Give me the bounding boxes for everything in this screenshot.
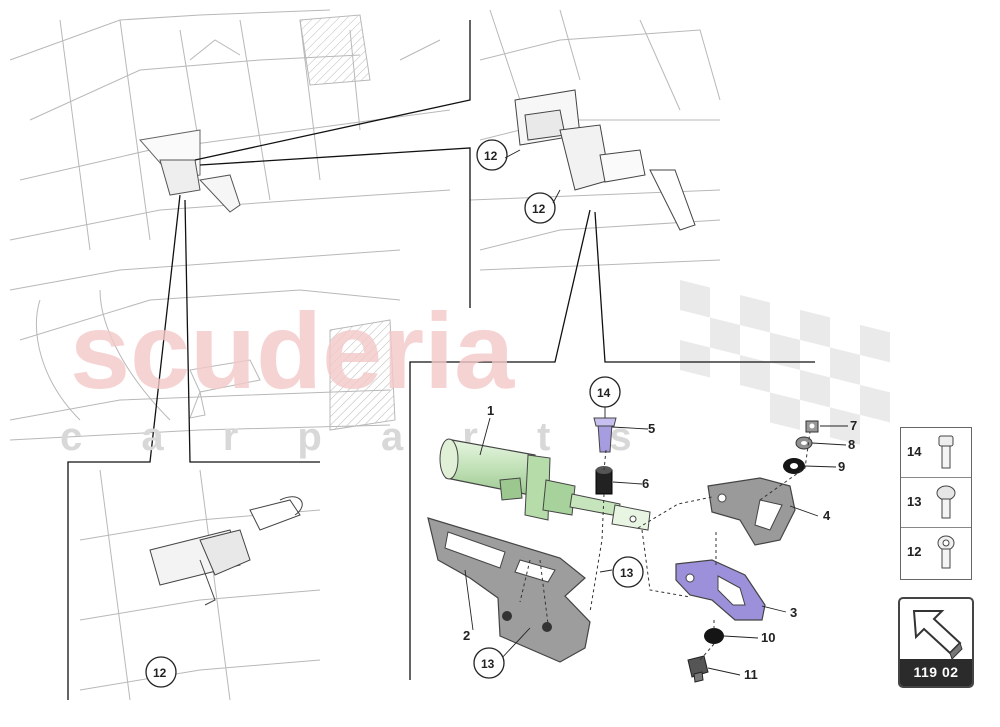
part-9-rubber-washer[interactable] <box>783 458 805 474</box>
zoom-frame-lines <box>67 20 815 700</box>
svg-text:12: 12 <box>484 149 498 163</box>
callout-3: 3 <box>790 605 797 620</box>
actuator-location-sketch <box>469 9 721 271</box>
callout-12-bottom: 12 <box>145 656 177 688</box>
next-page-button[interactable]: 119 02 <box>898 597 974 688</box>
part-number-labels: 1 2 3 4 5 6 7 8 9 10 11 <box>463 403 857 682</box>
next-page-arrow-icon <box>912 610 963 659</box>
callout-13-b: 13 <box>473 647 505 679</box>
callout-6: 6 <box>642 476 649 491</box>
callout-10: 10 <box>761 630 775 645</box>
callout-5: 5 <box>648 421 655 436</box>
svg-text:scuderia: scuderia <box>70 290 515 411</box>
callout-7: 7 <box>850 418 857 433</box>
callout-8: 8 <box>848 437 855 452</box>
bolt-plain-icon <box>938 435 954 469</box>
mount-detail-sketch <box>79 469 321 701</box>
part-10-grommet[interactable] <box>704 628 724 644</box>
part-5-pin[interactable] <box>593 417 617 453</box>
part-8-washer[interactable] <box>795 436 813 450</box>
legend-row-13: 13 <box>901 478 971 528</box>
legend-number: 14 <box>907 444 922 459</box>
legend-row-12: 12 <box>901 528 971 578</box>
callout-2: 2 <box>463 628 470 643</box>
part-2-mounting-bracket[interactable] <box>427 517 591 663</box>
callout-1: 1 <box>487 403 494 418</box>
callout-11: 11 <box>744 667 758 682</box>
fastener-legend: 14 13 12 <box>900 427 972 580</box>
part-7-nut[interactable] <box>805 420 819 433</box>
chassis-overview-sketch <box>9 9 451 441</box>
checkered-flag-watermark <box>680 280 890 445</box>
part-11-screw[interactable] <box>687 655 709 683</box>
scuderia-watermark: scuderia c a r p a r t s <box>60 290 656 459</box>
part-leader-lines <box>464 417 848 676</box>
svg-text:12: 12 <box>153 666 167 680</box>
svg-text:12: 12 <box>532 202 546 216</box>
callout-12-top-a: 12 <box>476 139 508 171</box>
callout-14: 14 <box>589 376 621 408</box>
svg-text:14: 14 <box>597 386 611 400</box>
bolt-hex-socket-icon <box>937 535 955 569</box>
callout-4: 4 <box>823 508 831 523</box>
callout-13-a: 13 <box>612 556 644 588</box>
part-4-plate-bracket[interactable] <box>707 477 796 546</box>
svg-text:c a r p a r t s: c a r p a r t s <box>60 415 656 459</box>
part-3-blue-bracket[interactable] <box>675 559 766 621</box>
legend-row-14: 14 <box>901 428 971 478</box>
callout-12-top-b: 12 <box>524 192 556 224</box>
bolt-round-head-icon <box>936 485 956 519</box>
circled-callouts: 12 12 12 13 13 14 <box>145 139 644 688</box>
svg-text:13: 13 <box>481 657 495 671</box>
legend-number: 12 <box>907 544 922 559</box>
assembly-lines <box>519 431 811 661</box>
legend-number: 13 <box>907 494 922 509</box>
page-code: 119 02 <box>900 659 972 686</box>
svg-text:13: 13 <box>620 566 634 580</box>
callout-9: 9 <box>838 459 845 474</box>
part-1-linear-actuator[interactable] <box>439 438 651 531</box>
part-6-bushing[interactable] <box>595 466 613 495</box>
